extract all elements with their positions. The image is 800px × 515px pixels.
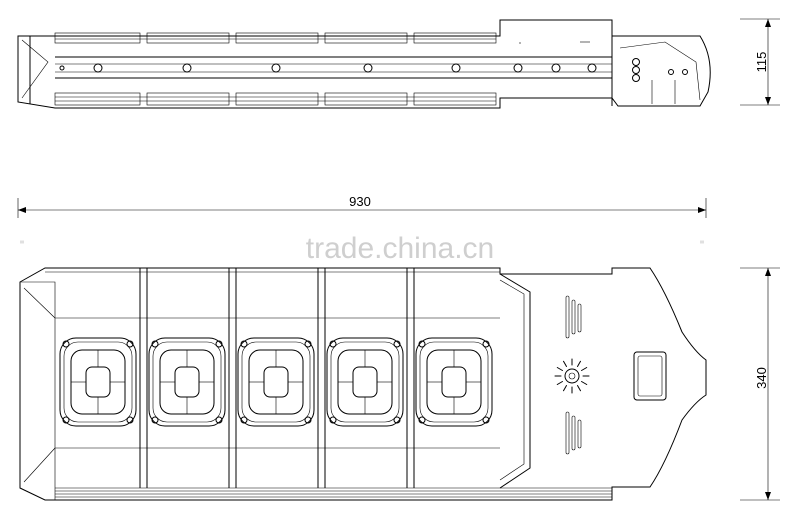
module-screw	[151, 416, 159, 424]
height-dimension	[740, 18, 780, 106]
led-module	[59, 337, 137, 427]
module-screw	[240, 416, 248, 424]
led-modules	[59, 337, 493, 427]
module-dividers	[139, 268, 415, 488]
module-screw	[393, 340, 401, 348]
module-screw	[126, 416, 134, 424]
module-screw	[418, 416, 426, 424]
watermark-text: trade.china.cn	[306, 232, 494, 265]
led-module	[148, 337, 226, 427]
width-dimension	[740, 267, 780, 501]
module-screw	[126, 340, 134, 348]
module-screw	[62, 416, 70, 424]
module-screw	[215, 416, 223, 424]
module-screw	[304, 340, 312, 348]
sensor-sunburst-icon	[554, 358, 590, 394]
nameplate-window	[633, 351, 667, 401]
dimension-115: 115	[754, 52, 769, 73]
driver-head	[554, 295, 667, 455]
top-fins	[54, 32, 497, 44]
led-module	[237, 337, 315, 427]
led-module	[415, 337, 493, 427]
dimension-340: 340	[754, 367, 769, 389]
dimension-930: 930	[349, 194, 371, 209]
module-screw	[393, 416, 401, 424]
led-module	[326, 337, 404, 427]
bottom-fin-band	[55, 487, 612, 498]
module-screw	[418, 340, 426, 348]
module-screw	[304, 416, 312, 424]
bottom-fins	[54, 92, 497, 106]
module-screw	[240, 340, 248, 348]
length-dimension	[17, 198, 707, 218]
vent-slots-top	[565, 295, 582, 339]
module-screw	[329, 340, 337, 348]
side-view: 115	[17, 18, 780, 109]
top-view: 340	[19, 267, 780, 501]
module-screw	[482, 340, 490, 348]
module-screw	[482, 416, 490, 424]
module-screw	[215, 340, 223, 348]
module-screw	[151, 340, 159, 348]
module-screw	[62, 340, 70, 348]
module-screw	[329, 416, 337, 424]
vent-slots-bottom	[565, 411, 582, 455]
rail-bolts	[59, 63, 597, 73]
mounting-head	[519, 36, 701, 106]
